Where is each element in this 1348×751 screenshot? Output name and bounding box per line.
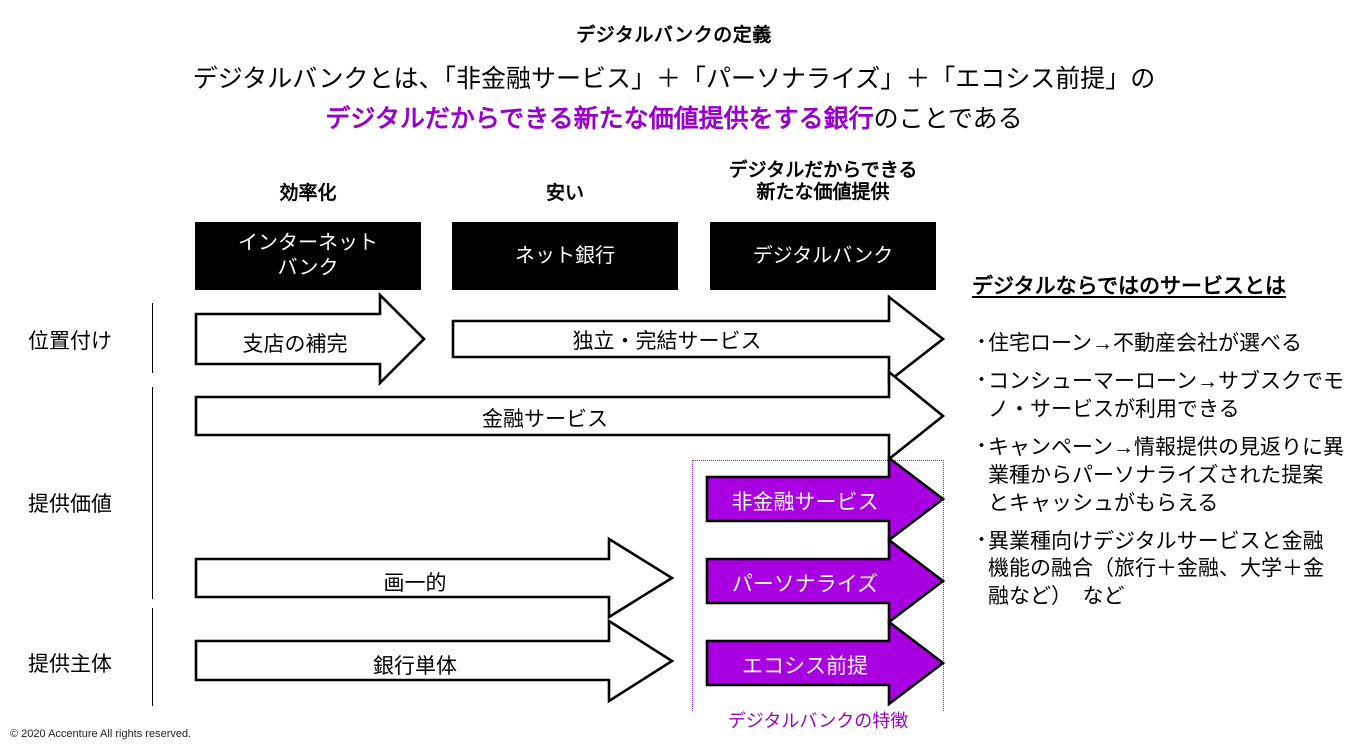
feature-box-label: デジタルバンクの特徴 (692, 711, 944, 732)
arrow-label-personalize: パーソナライズ (731, 573, 879, 596)
page-title: デジタルバンクの定義 (576, 25, 772, 46)
list-item: ・ キャンペーン→情報提供の見返りに異業種からパーソナライズされた提案とキャッシ… (972, 434, 1344, 518)
subtitle-line-1: デジタルバンクとは、「非金融サービス」＋「パーソナライズ」＋「エコシス前提」の (192, 65, 1156, 93)
row-label-positioning: 位置付け (28, 330, 112, 353)
bullet-marker-icon: ・ (972, 332, 992, 353)
right-panel-bullet-list: ・ 住宅ローン→不動産会社が選べる ・ コンシューマーローン→サブスクでモノ・サ… (972, 330, 1344, 621)
row-label-provider: 提供主体 (28, 653, 112, 676)
arrow-label-ecosystem-premise: エコシス前提 (742, 655, 868, 678)
arrow-label-kinyu-service: 金融サービス (482, 408, 608, 431)
list-item-text: 異業種向けデジタルサービスと金融機能の融合（旅行＋金融、大学＋金融など） など (988, 529, 1324, 609)
box-net-bank: ネット銀行 (452, 222, 678, 290)
list-item-text: 住宅ローン→不動産会社が選べる (988, 332, 1302, 355)
column-header-cheap: 安い (545, 183, 584, 204)
column-header-efficiency: 効率化 (279, 183, 337, 204)
arrow-label-hikinyu-service: 非金融サービス (731, 491, 879, 514)
row-divider-1 (152, 303, 153, 373)
subtitle-line-2: デジタルだからできる新たな価値提供をする銀行のことである (0, 103, 1348, 136)
box-digital-bank: デジタルバンク (710, 222, 936, 290)
subtitle-highlight: デジタルだからできる新たな価値提供をする銀行 (325, 105, 874, 133)
column-header-new-value: デジタルだからできる 新たな価値提供 (728, 160, 918, 204)
arrow-label-shiten-no-hokan: 支店の補完 (242, 333, 348, 356)
right-panel-heading: デジタルならではのサービスとは (972, 275, 1286, 298)
list-item: ・ コンシューマーローン→サブスクでモノ・サービスが利用できる (972, 368, 1344, 424)
row-label-value-offered: 提供価値 (28, 493, 112, 516)
list-item-text: コンシューマーローン→サブスクでモノ・サービスが利用できる (988, 369, 1344, 421)
arrow-label-dokuritsu-kanketsu-service: 独立・完結サービス (572, 330, 762, 353)
box-internet-bank: インターネット バンク (195, 222, 421, 290)
arrow-label-kakuitsuteki: 画一的 (383, 572, 447, 595)
row-divider-3 (152, 608, 153, 706)
bullet-marker-icon: ・ (972, 435, 992, 457)
subtitle-tail: のことである (873, 105, 1023, 133)
bullet-marker-icon: ・ (972, 369, 992, 391)
row-divider-2 (152, 387, 153, 599)
arrow-label-ginko-tantai: 銀行単体 (373, 655, 457, 678)
list-item-text: キャンペーン→情報提供の見返りに異業種からパーソナライズされた提案とキャッシュが… (988, 435, 1344, 515)
list-item: ・ 異業種向けデジタルサービスと金融機能の融合（旅行＋金融、大学＋金融など） な… (972, 528, 1344, 612)
bullet-marker-icon: ・ (972, 529, 992, 551)
list-item: ・ 住宅ローン→不動産会社が選べる (972, 330, 1344, 358)
copyright-footer: © 2020 Accenture All rights reserved. (10, 728, 192, 740)
